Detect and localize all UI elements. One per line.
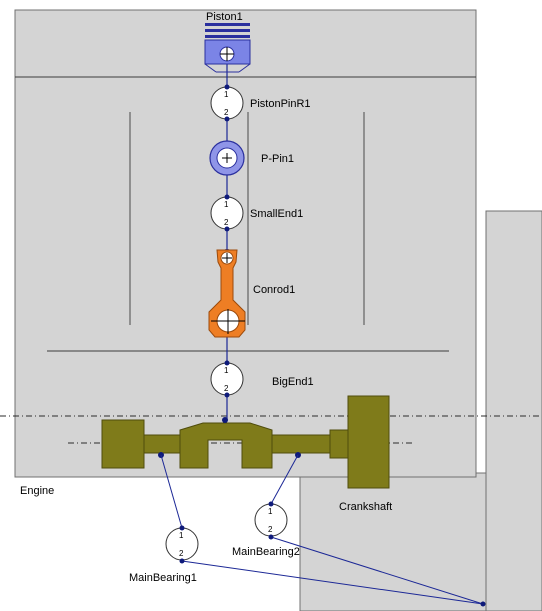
piston-pin-label: P-Pin1 [261,153,294,165]
ground-dot [480,601,486,607]
conrod-component[interactable]: Conrod1 [208,249,295,338]
big-end-label: BigEnd1 [272,376,314,388]
crankshaft-label: Crankshaft [339,501,392,513]
main-bearing-2-ground-link [270,536,484,605]
conrod-label: Conrod1 [253,284,295,296]
piston-pin-component[interactable]: P-Pin1 [209,140,294,176]
node-number-bottom: 2 [224,218,229,227]
crankcase-block[interactable] [299,210,542,611]
node-dot [224,360,230,366]
piston-label: Piston1 [206,11,243,23]
small-end-node[interactable]: 1 2 SmallEnd1 [210,194,303,232]
main-bearing-2-label: MainBearing2 [232,546,300,558]
crankcase-block-shape [299,210,542,611]
crank-throw [179,422,273,469]
node-dot [224,392,230,398]
crank-main-journal-1 [143,434,181,454]
crank-flange [329,429,349,459]
piston-skirt-left [204,63,217,73]
small-end-label: SmallEnd1 [250,208,303,220]
piston-ring-3 [205,35,250,38]
crankshaft-component[interactable]: Crankshaft [101,395,392,513]
engine-label: Engine [20,485,54,497]
main-bearing-1-label: MainBearing1 [129,572,197,584]
piston-pin-bearing-node[interactable]: 1 2 PistonPinR1 [210,84,311,122]
node-dot [179,525,185,531]
node-dot [224,194,230,200]
node-dot [179,558,185,564]
crank-main-journal-2 [271,434,331,454]
main-bearing-2-node[interactable]: 1 2 MainBearing2 [232,501,300,559]
piston-ring-1 [205,23,250,26]
engine-block[interactable] [14,9,477,478]
main-bearing-2-link [270,454,299,505]
main-bearing-1-ground-link [181,560,484,605]
node-number-top: 1 [224,90,229,99]
node-number-top: 1 [224,200,229,209]
piston-skirt-right [238,63,251,73]
node-dot [224,226,230,232]
main-bearing-1-link [160,454,183,529]
flywheel [347,395,390,489]
node-number-bottom: 2 [268,525,273,534]
crank-front-counterweight [101,419,145,469]
node-dot [268,534,274,540]
node-dot [224,116,230,122]
node-number-bottom: 2 [224,384,229,393]
node-number-bottom: 2 [179,549,184,558]
piston-component[interactable]: Piston1 [204,11,251,73]
node-number-top: 1 [268,507,273,516]
piston-ring-2 [205,29,250,32]
node-number-top: 1 [224,366,229,375]
node-dot [222,417,228,423]
piston-pin-bearing-label: PistonPinR1 [250,98,311,110]
node-number-top: 1 [179,531,184,540]
node-dot [224,84,230,90]
main-bearing-1-node[interactable]: 1 2 MainBearing1 [129,525,199,585]
big-end-node[interactable]: 1 2 BigEnd1 [210,360,314,398]
node-number-bottom: 2 [224,108,229,117]
node-dot [268,501,274,507]
